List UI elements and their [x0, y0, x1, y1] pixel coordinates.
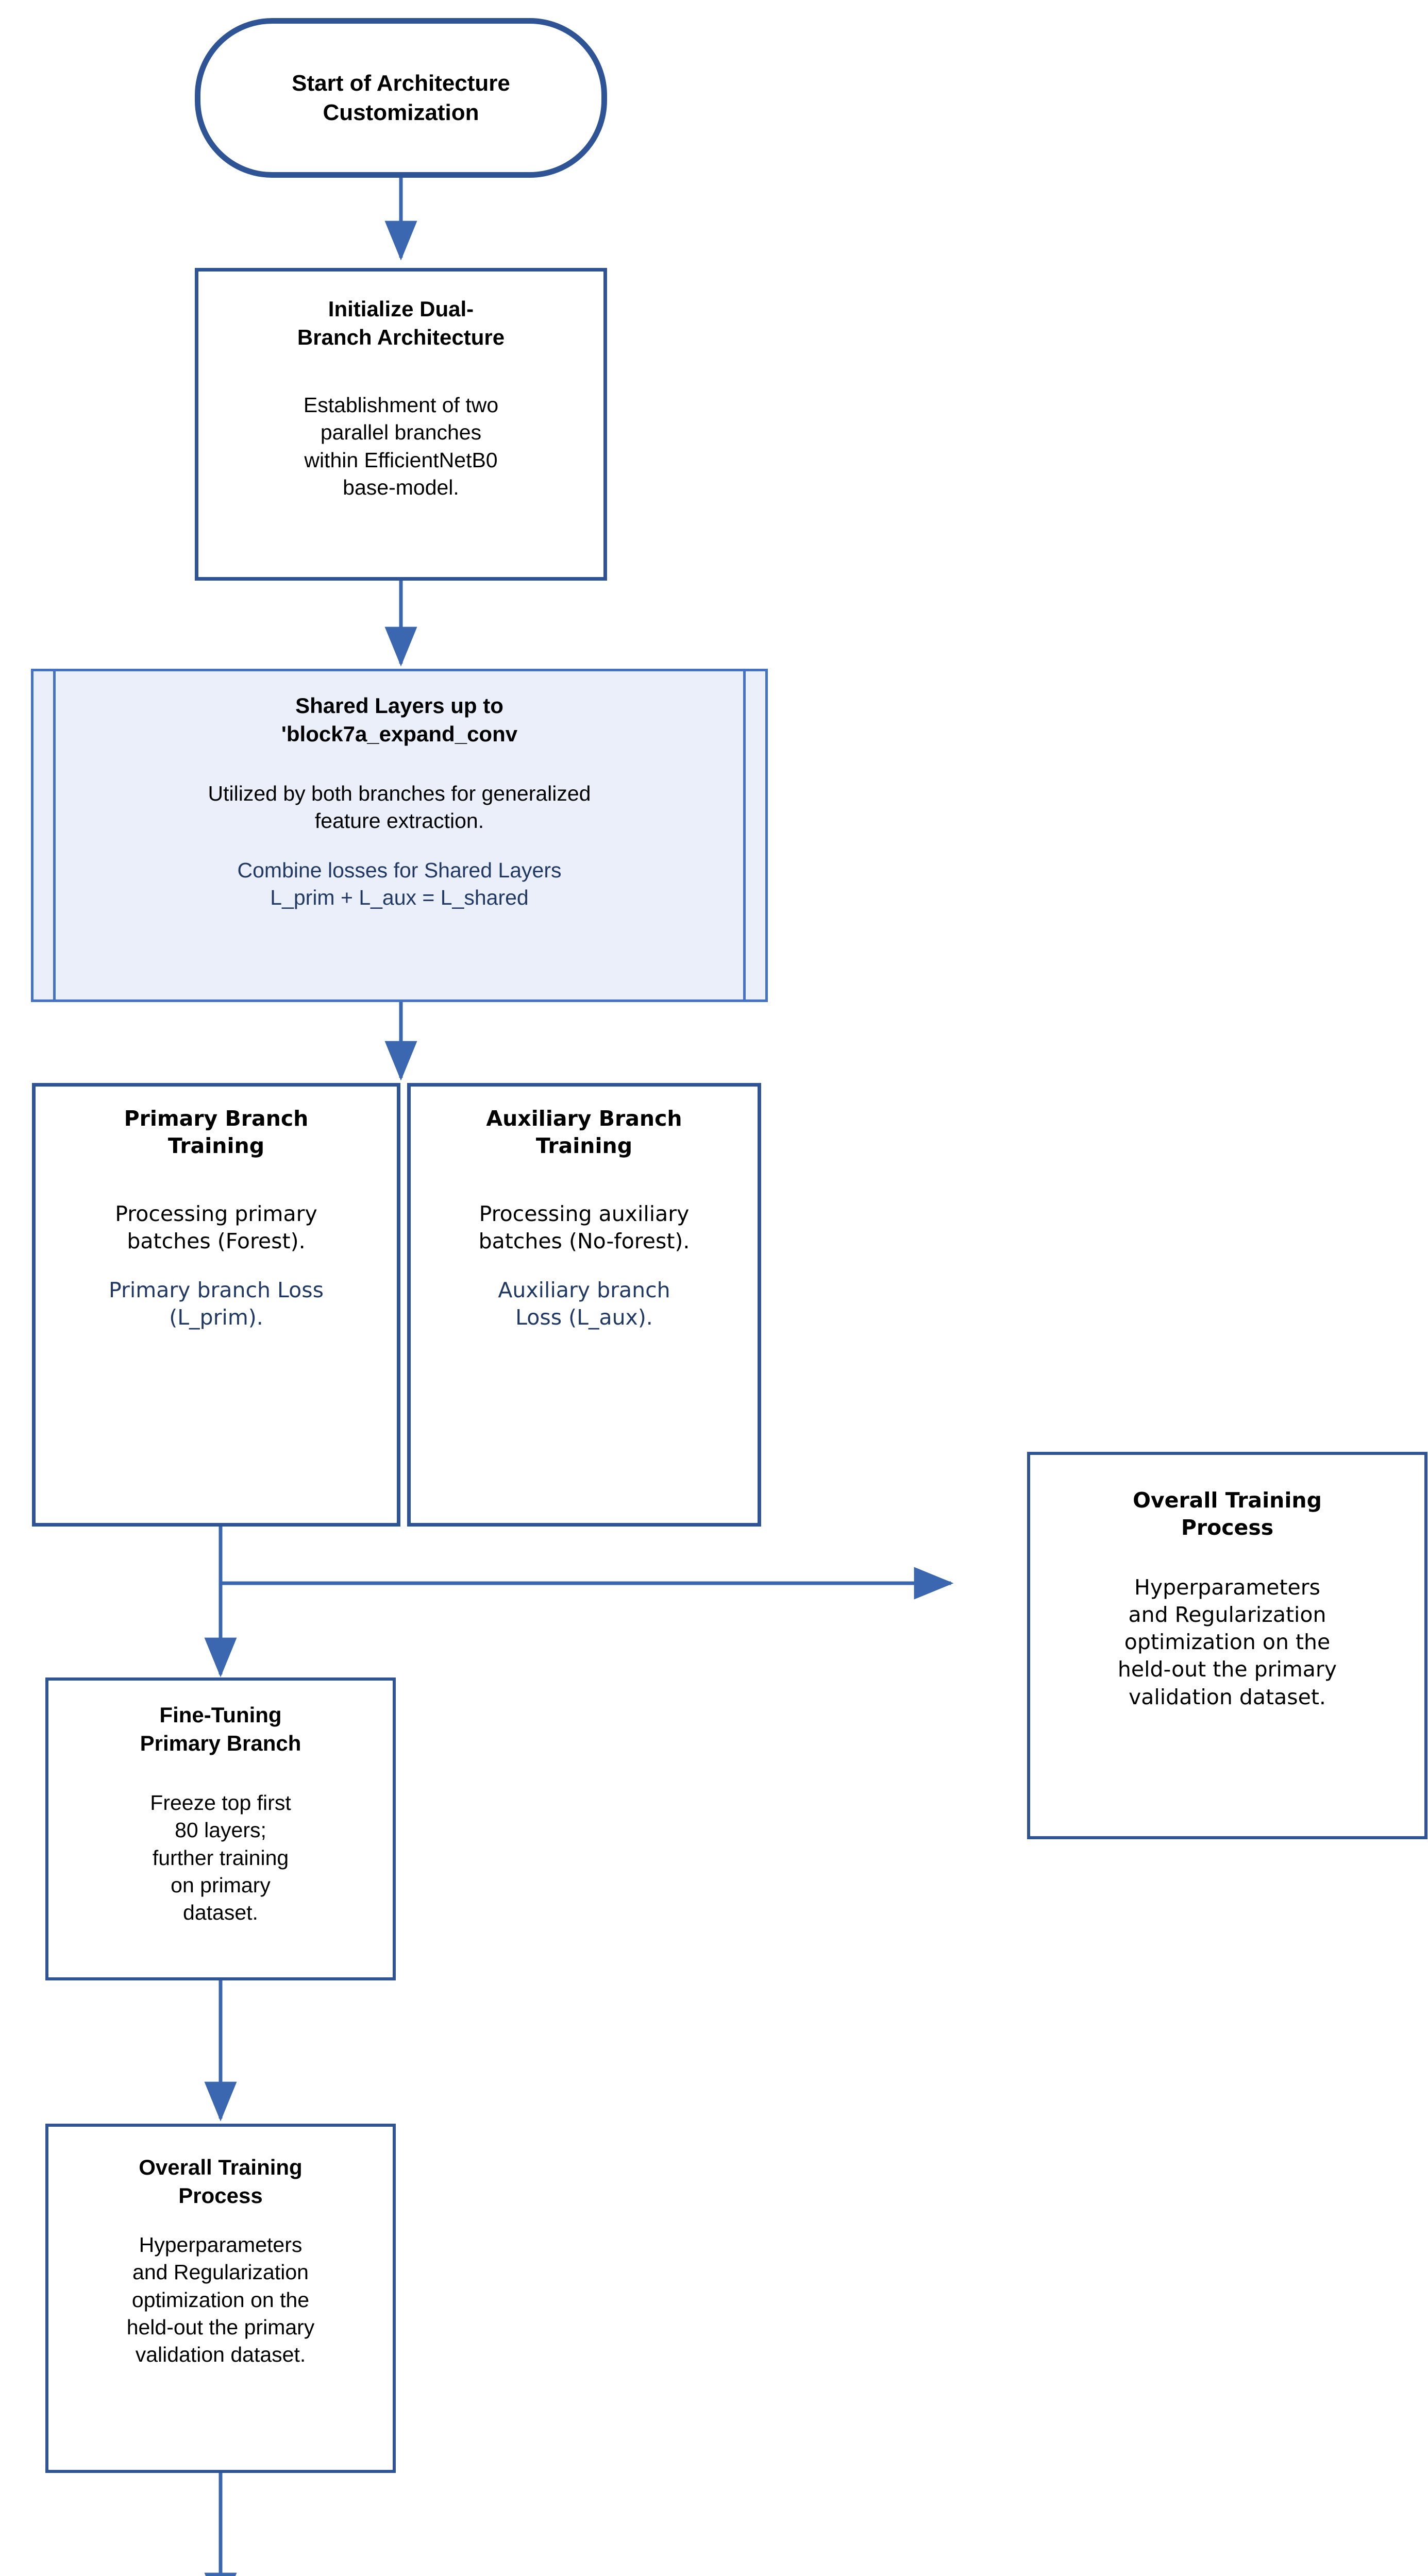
node-auxiliary-branch-loss: Auxiliary branch Loss (L_aux).	[498, 1278, 670, 1330]
node-initialize-title: Initialize Dual- Branch Architecture	[297, 297, 505, 349]
node-overall-training-right[interactable]: Overall Training Process Hyperparameters…	[1027, 1452, 1427, 1839]
node-shared-layers[interactable]: Shared Layers up to 'block7a_expand_conv…	[31, 669, 768, 1002]
node-start-label: Start of Architecture Customization	[292, 70, 510, 125]
predefined-left-bar	[53, 671, 56, 999]
node-overall-training-bottom-body: Hyperparameters and Regularization optim…	[126, 2233, 315, 2367]
node-fine-tuning-body: Freeze top first 80 layers; further trai…	[150, 1791, 291, 1925]
node-overall-training-bottom-title: Overall Training Process	[139, 2155, 303, 2208]
node-initialize-body: Establishment of two parallel branches w…	[303, 393, 499, 500]
node-shared-layers-body: Utilized by both branches for generalize…	[208, 782, 591, 833]
node-auxiliary-branch-title: Auxiliary Branch Training	[486, 1106, 682, 1159]
node-auxiliary-branch-body: Processing auxiliary batches (No-forest)…	[478, 1201, 690, 1253]
node-overall-training-bottom[interactable]: Overall Training Process Hyperparameters…	[45, 2124, 396, 2473]
node-shared-layers-title: Shared Layers up to 'block7a_expand_conv	[281, 693, 518, 746]
node-fine-tuning-title: Fine-Tuning Primary Branch	[140, 1703, 301, 1755]
node-primary-branch-loss: Primary branch Loss (L_prim).	[109, 1278, 324, 1330]
node-auxiliary-branch-training[interactable]: Auxiliary Branch Training Processing aux…	[407, 1083, 761, 1527]
node-primary-branch-title: Primary Branch Training	[124, 1106, 309, 1159]
node-overall-training-right-title: Overall Training Process	[1133, 1488, 1322, 1540]
node-initialize-dual-branch[interactable]: Initialize Dual- Branch Architecture Est…	[195, 268, 607, 581]
node-shared-layers-loss: Combine losses for Shared Layers L_prim …	[237, 858, 562, 910]
node-overall-training-right-body: Hyperparameters and Regularization optim…	[1117, 1574, 1337, 1709]
node-start[interactable]: Start of Architecture Customization	[195, 18, 607, 178]
predefined-right-bar	[743, 671, 746, 999]
node-primary-branch-body: Processing primary batches (Forest).	[115, 1201, 317, 1253]
node-primary-branch-training[interactable]: Primary Branch Training Processing prima…	[32, 1083, 400, 1527]
node-fine-tuning-primary-branch[interactable]: Fine-Tuning Primary Branch Freeze top fi…	[45, 1677, 396, 1980]
